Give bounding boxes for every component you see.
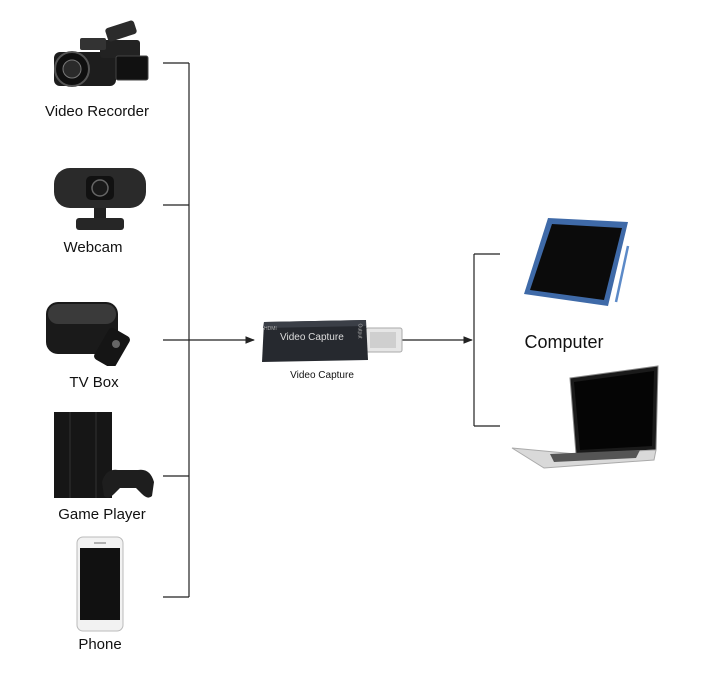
webcam-icon xyxy=(52,164,148,234)
tv-box-label: TV Box xyxy=(69,374,119,391)
laptop-icon xyxy=(510,364,660,472)
port-out-text: Output xyxy=(356,323,363,339)
usb-capture-dongle-icon: Video Capture HDMI Output xyxy=(258,316,404,366)
phone-icon xyxy=(76,536,124,632)
video-camera-icon xyxy=(50,18,154,98)
game-player-label: Game Player xyxy=(58,506,146,523)
capture-label: Video Capture xyxy=(290,370,354,381)
capture-device-text: Video Capture xyxy=(280,332,344,343)
port-in-text: HDMI xyxy=(264,326,277,332)
game-console-icon xyxy=(50,410,154,502)
tablet-icon xyxy=(520,216,640,308)
tv-box-icon xyxy=(42,296,156,369)
webcam-label: Webcam xyxy=(63,239,123,256)
computer-label: Computer xyxy=(524,332,604,352)
phone-label: Phone xyxy=(78,636,122,653)
video-recorder-label: Video Recorder xyxy=(45,103,149,120)
